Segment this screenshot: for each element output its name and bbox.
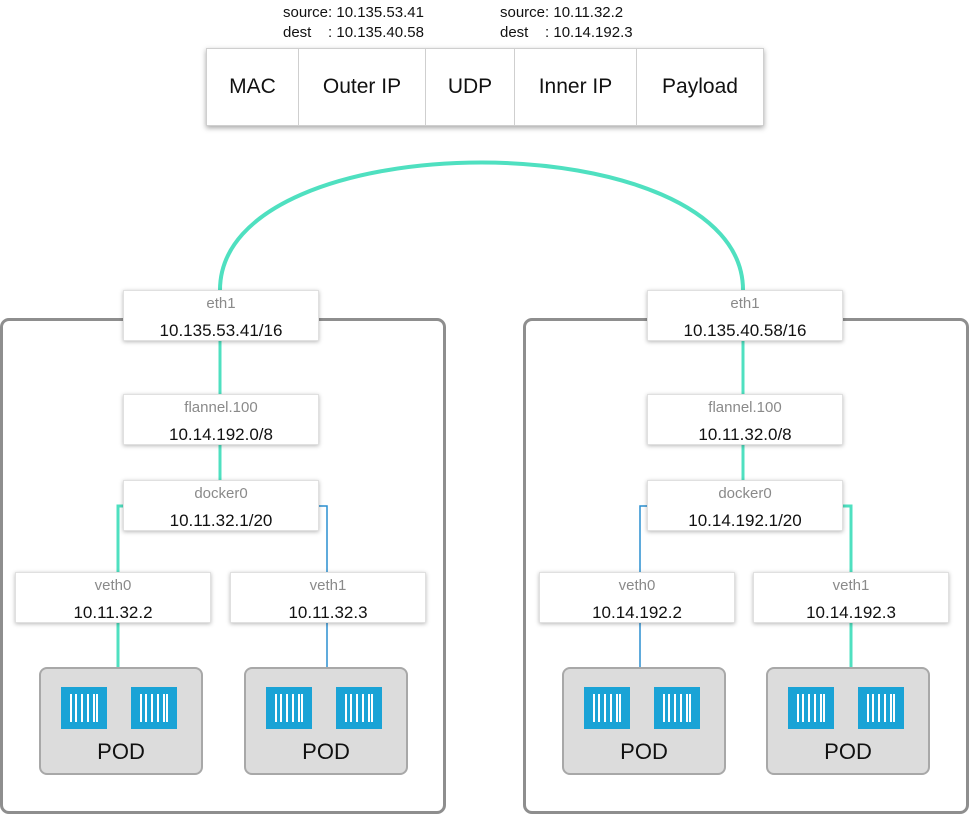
interface-ip: 10.135.53.41/16 <box>159 321 283 340</box>
interface-ip: 10.14.192.0/8 <box>169 425 273 444</box>
pod-label: POD <box>620 739 668 764</box>
right-eth1-interface: eth1 10.135.40.58/16 <box>647 290 843 341</box>
interface-name: veth1 <box>309 577 347 594</box>
pod-label: POD <box>97 739 145 764</box>
right-flannel-interface: flannel.100 10.11.32.0/8 <box>647 394 843 445</box>
left-docker-veth1-link <box>319 505 328 572</box>
left-docker0-bridge: docker0 10.11.32.1/20 <box>123 480 319 531</box>
interface-ip: 10.11.32.1/20 <box>169 511 273 530</box>
left-pod-1: POD <box>39 667 203 775</box>
outer-source-label: source: 10.135.53.41 <box>283 4 424 21</box>
container-icon <box>266 687 312 729</box>
left-pod-2: POD <box>244 667 408 775</box>
container-icon <box>336 687 382 729</box>
packet-format: MAC Outer IP UDP Inner IP Payload <box>206 48 764 126</box>
right-veth1-interface: veth1 10.14.192.3 <box>753 572 949 623</box>
left-flannel-interface: flannel.100 10.14.192.0/8 <box>123 394 319 445</box>
right-docker-veth1-link <box>843 504 853 572</box>
inner-dest-label: dest : 10.14.192.3 <box>500 24 633 41</box>
right-veth0-interface: veth0 10.14.192.2 <box>539 572 735 623</box>
interface-ip: 10.135.40.58/16 <box>683 321 807 340</box>
container-icon <box>584 687 630 729</box>
interface-ip: 10.14.192.1/20 <box>688 511 802 530</box>
container-icon <box>131 687 177 729</box>
interface-name: veth0 <box>618 577 656 594</box>
interface-name: veth0 <box>94 577 132 594</box>
left-veth0-interface: veth0 10.11.32.2 <box>15 572 211 623</box>
interface-ip: 10.11.32.0/8 <box>698 425 792 444</box>
vxlan-tunnel-line <box>218 160 745 291</box>
container-icon <box>788 687 834 729</box>
interface-name: docker0 <box>194 485 248 502</box>
interface-ip: 10.11.32.2 <box>73 603 153 622</box>
packet-field-outer-ip: Outer IP <box>299 49 426 125</box>
interface-name: docker0 <box>718 485 772 502</box>
left-eth1-interface: eth1 10.135.53.41/16 <box>123 290 319 341</box>
left-docker-veth0-link <box>116 504 124 572</box>
interface-name: flannel.100 <box>184 399 258 416</box>
interface-name: veth1 <box>832 577 870 594</box>
interface-name: flannel.100 <box>708 399 782 416</box>
left-veth1-interface: veth1 10.11.32.3 <box>230 572 426 623</box>
right-docker-veth0-link <box>639 505 648 572</box>
inner-source-label: source: 10.11.32.2 <box>500 4 624 21</box>
interface-ip: 10.14.192.2 <box>592 603 682 622</box>
packet-field-udp: UDP <box>426 49 515 125</box>
packet-field-payload: Payload <box>662 75 738 98</box>
container-icon <box>858 687 904 729</box>
right-pod-1: POD <box>562 667 726 775</box>
interface-name: eth1 <box>206 295 236 312</box>
pod-label: POD <box>302 739 350 764</box>
container-icon <box>61 687 107 729</box>
container-icon <box>654 687 700 729</box>
outer-dest-label: dest : 10.135.40.58 <box>283 24 424 41</box>
right-docker0-bridge: docker0 10.14.192.1/20 <box>647 480 843 531</box>
packet-field-inner-ip: Inner IP <box>515 49 637 125</box>
interface-ip: 10.11.32.3 <box>288 603 368 622</box>
pod-label: POD <box>824 739 872 764</box>
interface-ip: 10.14.192.3 <box>806 603 896 622</box>
right-pod-2: POD <box>766 667 930 775</box>
packet-field-mac: MAC <box>207 49 299 125</box>
interface-name: eth1 <box>730 295 760 312</box>
